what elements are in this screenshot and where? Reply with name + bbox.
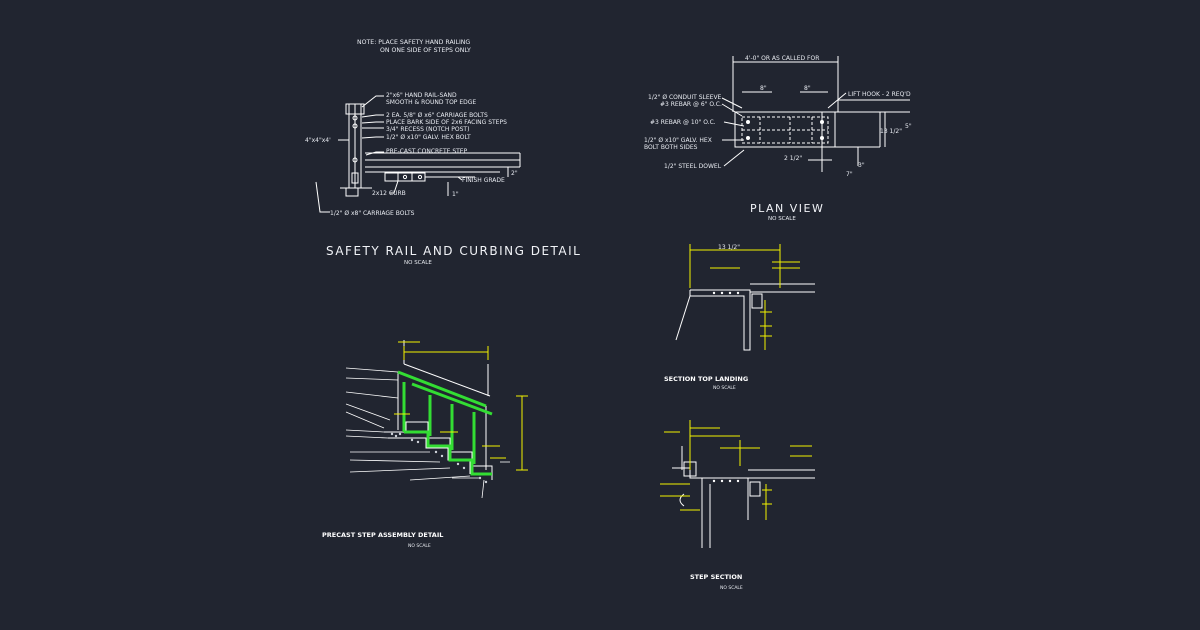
label-curb: 2x12 CURB bbox=[372, 190, 406, 197]
plan-galv-1: 1/2" Ø x10" GALV. HEX bbox=[644, 137, 712, 144]
plan-dim-8a: 8" bbox=[760, 85, 767, 92]
plan-lift-hook: LIFT HOOK - 2 REQ'D bbox=[848, 91, 911, 98]
precast-title: PRECAST STEP ASSEMBLY DETAIL bbox=[322, 531, 443, 539]
label-finish-grade: FINISH GRADE bbox=[462, 177, 505, 184]
plan-dim-2-12: 2 1/2" bbox=[784, 155, 802, 162]
plan-view-title: PLAN VIEW bbox=[750, 202, 824, 215]
plan-dim-8b: 8" bbox=[804, 85, 811, 92]
plan-rebar bbox=[741, 116, 829, 144]
landing-dims bbox=[689, 244, 800, 350]
step-rebar-dots bbox=[712, 479, 740, 483]
safety-rail-scale: NO SCALE bbox=[404, 260, 432, 266]
plan-top-dim: 4'-0" OR AS CALLED FOR bbox=[745, 55, 819, 62]
plan-dim-13: 13 1/2" bbox=[880, 128, 902, 135]
plan-rebar-10: #3 REBAR @ 10" O.C. bbox=[650, 119, 716, 126]
label-hex-bolt: 1/2" Ø x10" GALV. HEX BOLT bbox=[386, 134, 471, 141]
step-scale: NO SCALE bbox=[720, 585, 743, 591]
plan-linework bbox=[721, 56, 910, 172]
step-dims bbox=[660, 420, 812, 520]
label-handrail-1: 2"x6" HAND RAIL-SAND bbox=[386, 92, 457, 99]
safety-rail-title: SAFETY RAIL AND CURBING DETAIL bbox=[326, 244, 581, 258]
precast-gravel bbox=[390, 432, 488, 484]
plan-dim-5: 5" bbox=[905, 123, 912, 130]
plan-bolts bbox=[746, 120, 824, 140]
precast-leaders bbox=[345, 367, 510, 499]
plan-conduit: 1/2" Ø CONDUIT SLEEVE bbox=[648, 94, 722, 101]
plan-view-scale: NO SCALE bbox=[768, 216, 796, 222]
step-section: STEP SECTION NO SCALE bbox=[660, 420, 815, 591]
label-carriage-bolts: 2 EA. 5/8" Ø x6" CARRIAGE BOLTS bbox=[386, 112, 488, 119]
precast-scale: NO SCALE bbox=[408, 543, 431, 549]
step-linework bbox=[672, 446, 815, 548]
note-line-2: ON ONE SIDE OF STEPS ONLY bbox=[380, 47, 471, 54]
precast-step-assembly: PRECAST STEP ASSEMBLY DETAIL NO SCALE bbox=[322, 340, 528, 549]
label-bottom-bolts: 1/2" Ø x8" CARRIAGE BOLTS bbox=[330, 210, 415, 217]
landing-linework bbox=[675, 283, 815, 351]
label-precast-step: PRE-CAST CONCRETE STEP bbox=[386, 148, 468, 155]
step-title: STEP SECTION bbox=[690, 573, 742, 581]
plan-view-detail: 4'-0" OR AS CALLED FOR 8" 8" 1/2" Ø COND… bbox=[644, 55, 912, 222]
precast-highlight bbox=[397, 370, 493, 476]
landing-dim-top: 13 1/2" bbox=[718, 244, 740, 251]
label-recess: 3/4" RECESS (NOTCH POST) bbox=[386, 126, 469, 133]
plan-rebar-6: #3 REBAR @ 6" O.C. bbox=[660, 101, 722, 108]
landing-rebar-dots bbox=[712, 291, 740, 295]
landing-title: SECTION TOP LANDING bbox=[664, 375, 748, 383]
landing-scale: NO SCALE bbox=[713, 385, 736, 391]
safety-rail-detail: NOTE: PLACE SAFETY HAND RAILING ON ONE S… bbox=[305, 39, 581, 266]
plan-dim-7: 7" bbox=[846, 171, 853, 178]
plan-dowel: 1/2" STEEL DOWEL bbox=[664, 163, 722, 170]
dim-1-inch: 1" bbox=[452, 191, 459, 198]
precast-dims bbox=[394, 341, 528, 471]
section-top-landing: 13 1/2" SECTION TOP LANDING NO SCALE bbox=[664, 244, 815, 391]
precast-linework bbox=[384, 340, 493, 480]
plan-dim-3: 3" bbox=[858, 162, 865, 169]
rail-linework bbox=[315, 95, 521, 213]
label-handrail-2: SMOOTH & ROUND TOP EDGE bbox=[386, 99, 476, 106]
label-bark-side: PLACE BARK SIDE OF 2x6 FACING STEPS bbox=[386, 119, 507, 126]
note-line-1: NOTE: PLACE SAFETY HAND RAILING bbox=[357, 39, 470, 46]
plan-galv-2: BOLT BOTH SIDES bbox=[644, 144, 698, 151]
label-post: 4"x4"x4' bbox=[305, 137, 331, 144]
dim-2-inch: 2" bbox=[511, 170, 518, 177]
